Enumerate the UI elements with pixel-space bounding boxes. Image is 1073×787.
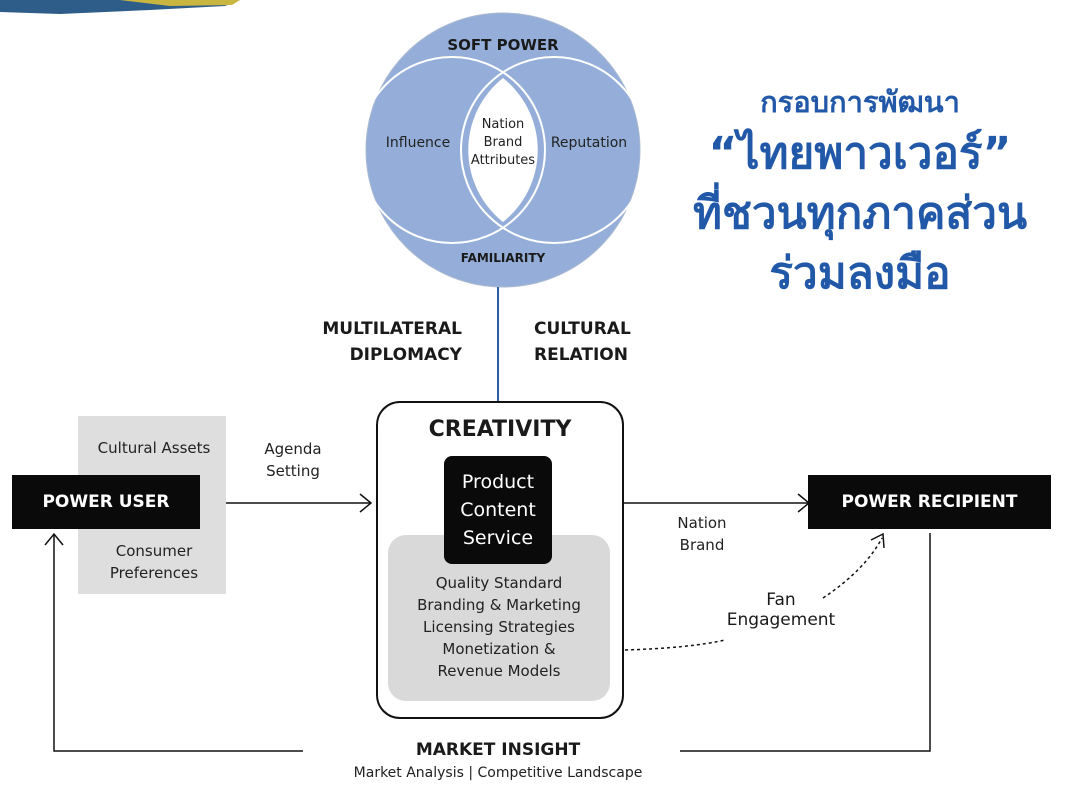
attr-line-3: Attributes [470,153,536,168]
cultural-relation-label: CULTURAL RELATION [534,316,694,368]
title-line-1: กรอบการพัฒนา [760,85,960,119]
cultural-line-2: RELATION [534,345,628,365]
market-insight-subtitle: Market Analysis | Competitive Landscape [353,765,643,781]
familiarity-label: FAMILIARITY [460,251,546,265]
creativity-item: Quality Standard [435,574,563,592]
product-line-2: Content [460,499,536,521]
creativity-item: Branding & Marketing [417,596,581,614]
fan-engagement-label: Fan Engagement [716,590,846,630]
title-line-2: “ไทยพาวเวอร์” [708,128,1012,179]
influence-circle [358,56,546,244]
consumer-preferences-label: Consumer Preferences [80,540,228,584]
consumer-line-1: Consumer [115,542,193,560]
agenda-line-1: Agenda [264,440,322,458]
product-line-3: Service [462,527,534,549]
attr-line-2: Brand [483,135,523,150]
attr-line-1: Nation [481,117,525,132]
nation-brand-line-2: Brand [679,536,725,554]
market-insight-loop-right [680,533,931,752]
fan-engagement-dotted-line [624,639,726,651]
multilateral-line-2: DIPLOMACY [349,345,462,365]
creativity-heading: CREATIVITY [428,417,572,442]
multilateral-line-1: MULTILATERAL [322,319,462,339]
cultural-line-1: CULTURAL [534,319,631,339]
title-line-3: ที่ชวนทุกภาคส่วน [692,188,1028,239]
power-recipient-box: POWER RECIPIENT [808,475,1051,529]
consumer-line-2: Preferences [109,564,199,582]
cultural-assets-label: Cultural Assets [97,439,211,457]
market-insight-loop-left [53,535,303,752]
fan-line-1: Fan [766,590,796,610]
reputation-label: Reputation [550,135,628,151]
product-content-service-box: Product Content Service [444,456,552,564]
influence-label: Influence [385,135,451,151]
creativity-item: Revenue Models [437,662,561,680]
product-line-1: Product [461,471,535,493]
reputation-circle [460,56,648,244]
page-title: กรอบการพัฒนา “ไทยพาวเวอร์” ที่ชวนทุกภาคส… [655,80,1065,304]
nation-brand-line-1: Nation [677,514,727,532]
agenda-setting-label: Agenda Setting [250,438,336,482]
market-insight-heading: MARKET INSIGHT [415,740,581,760]
title-line-4: ร่วมลงมือ [769,248,951,299]
multilateral-diplomacy-label: MULTILATERAL DIPLOMACY [290,316,462,368]
agenda-line-2: Setting [266,462,320,480]
nation-brand-attributes-label: Nation Brand Attributes [458,116,548,170]
soft-power-heading: SOFT POWER [447,36,559,54]
nation-brand-label: Nation Brand [660,512,744,556]
fan-line-2: Engagement [726,610,836,630]
creativity-item: Monetization & [442,640,556,658]
creativity-items-list: Quality Standard Branding & Marketing Li… [388,572,610,682]
power-user-box: POWER USER [12,475,200,529]
creativity-item: Licensing Strategies [423,618,575,636]
